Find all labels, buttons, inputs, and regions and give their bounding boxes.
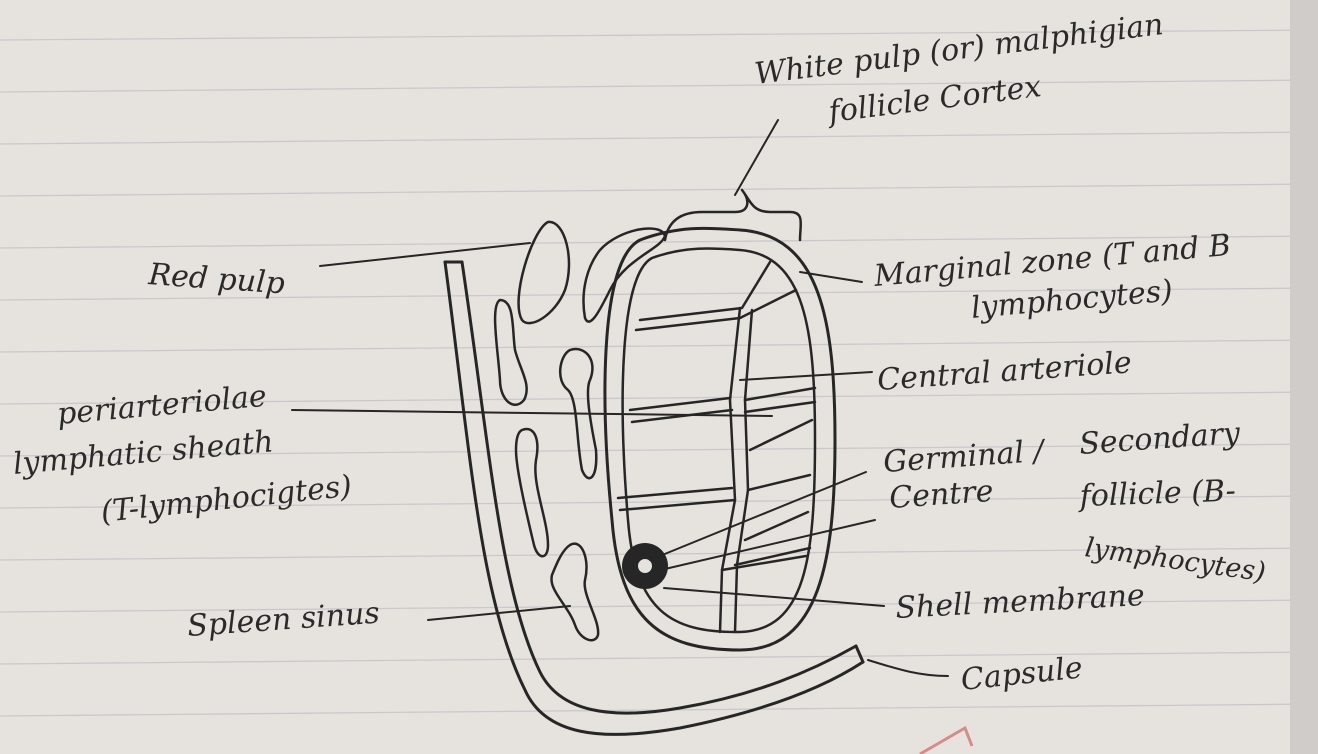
page-edge-shadow bbox=[1290, 0, 1318, 754]
label-secondary-follicle-line2: follicle (B- bbox=[1077, 474, 1236, 514]
label-germinal-centre-line2: Centre bbox=[888, 474, 994, 516]
